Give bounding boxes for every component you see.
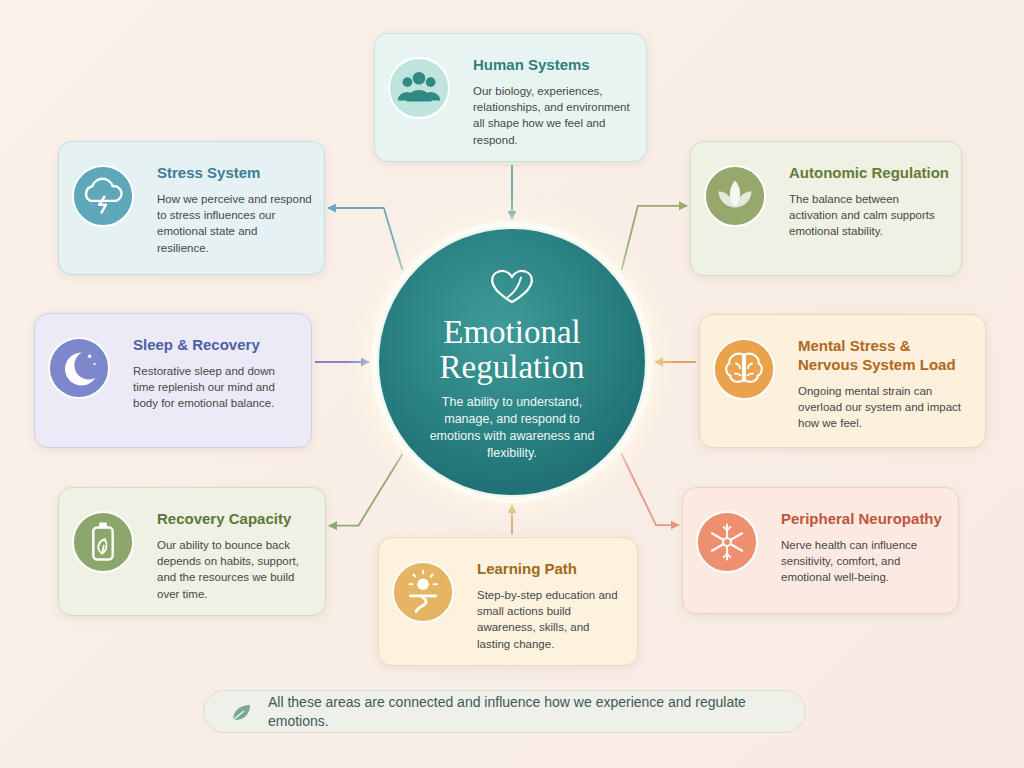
card-description: Ongoing mental strain can overload our s… (798, 383, 973, 432)
card-title: Recovery Capacity (157, 510, 313, 529)
card-description: The balance between activation and calm … (789, 191, 949, 240)
topic-card: Autonomic RegulationThe balance between … (690, 141, 962, 276)
card-title: Learning Path (477, 560, 625, 579)
card-title: Stress System (157, 164, 312, 183)
topic-icon (387, 56, 451, 120)
circle-content: Emotional RegulationThe ability to under… (377, 227, 647, 497)
card-text: Learning PathStep-by-step education and … (477, 560, 625, 652)
topic-icon (47, 336, 111, 400)
connector-arrow (622, 206, 687, 270)
card-title: Sleep & Recovery (133, 336, 299, 355)
card-description: Our biology, experiences, relationships,… (473, 83, 634, 148)
topic-card: Human SystemsOur biology, experiences, r… (374, 33, 647, 162)
connector-arrow (622, 454, 679, 525)
card-description: Nerve health can influence sensitivity, … (781, 537, 946, 586)
card-text: Peripheral NeuropathyNerve health can in… (781, 510, 946, 586)
leaf-icon (230, 700, 254, 724)
topic-card: Stress SystemHow we perceive and respond… (58, 141, 325, 275)
connector-arrow (315, 361, 369, 363)
card-title: Human Systems (473, 56, 634, 75)
card-description: Our ability to bounce back depends on ha… (157, 537, 313, 602)
connector-arrow (511, 505, 513, 534)
card-text: Stress SystemHow we perceive and respond… (157, 164, 312, 256)
connector-arrow (329, 454, 402, 526)
card-text: Sleep & RecoveryRestorative sleep and do… (133, 336, 299, 412)
topic-card: Peripheral NeuropathyNerve health can in… (682, 487, 959, 614)
card-description: Restorative sleep and down time replenis… (133, 363, 299, 412)
topic-card: Recovery CapacityOur ability to bounce b… (58, 487, 326, 616)
topic-card: Mental Stress & Nervous System LoadOngoi… (699, 314, 986, 448)
connector-arrow (511, 165, 513, 219)
card-text: Human SystemsOur biology, experiences, r… (473, 56, 634, 148)
card-title: Mental Stress & Nervous System Load (798, 337, 973, 375)
circle-fill (378, 228, 646, 496)
core-title: Emotional Regulation (402, 315, 622, 386)
card-description: How we perceive and respond to stress in… (157, 191, 312, 256)
topic-icon (71, 510, 135, 574)
connector-arrow (328, 208, 402, 270)
topic-icon (703, 164, 767, 228)
topic-icon (712, 337, 776, 401)
card-text: Mental Stress & Nervous System LoadOngoi… (798, 337, 973, 431)
core-definition: The ability to understand, manage, and r… (421, 394, 603, 462)
card-description: Step-by-step education and small actions… (477, 587, 625, 652)
card-text: Autonomic RegulationThe balance between … (789, 164, 949, 240)
topic-icon (71, 164, 135, 228)
heart-icon (484, 263, 540, 309)
topic-icon (695, 510, 759, 574)
connector-arrow (655, 361, 696, 363)
summary-banner: All these areas are connected and influe… (203, 690, 806, 733)
core-circle: Emotional RegulationThe ability to under… (377, 227, 647, 497)
summary-text: All these areas are connected and influe… (268, 693, 785, 729)
card-title: Autonomic Regulation (789, 164, 949, 183)
topic-icon (391, 560, 455, 624)
card-text: Recovery CapacityOur ability to bounce b… (157, 510, 313, 602)
topic-card: Learning PathStep-by-step education and … (378, 537, 638, 666)
card-title: Peripheral Neuropathy (781, 510, 946, 529)
topic-card: Sleep & RecoveryRestorative sleep and do… (34, 313, 312, 448)
